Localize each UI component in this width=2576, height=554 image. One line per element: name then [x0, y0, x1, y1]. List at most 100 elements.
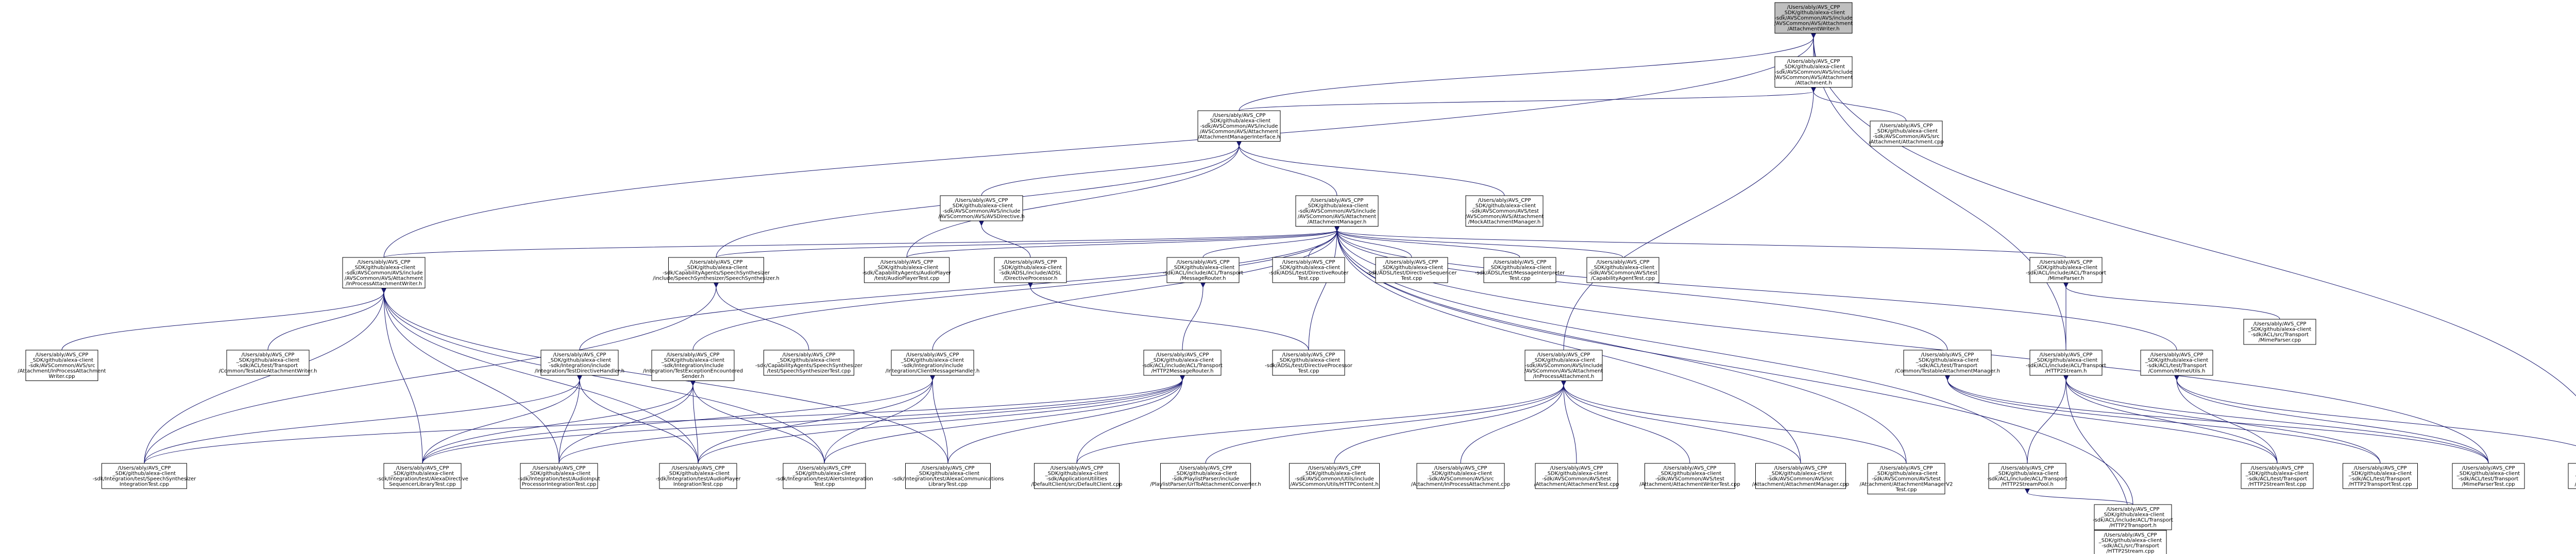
- node-label-line: _SDK/github/alexa-client: [236, 358, 299, 363]
- graph-node-testclientmsg[interactable]: /Users/ably/AVS_CPP_SDK/github/alexa-cli…: [886, 350, 980, 376]
- graph-node-att[interactable]: /Users/ably/AVS_CPP_SDK/github/alexa-cli…: [1774, 56, 1853, 88]
- graph-node-httpmsgrouter[interactable]: /Users/ably/AVS_CPP_SDK/github/alexa-cli…: [1142, 350, 1223, 376]
- graph-node-attmgrv2test[interactable]: /Users/ably/AVS_CPP_SDK/github/alexa-cli…: [1859, 463, 1953, 494]
- node-label-line: /Users/ably/AVS_CPP: [1156, 352, 1209, 358]
- graph-node-msgrouter[interactable]: /Users/ably/AVS_CPP_SDK/github/alexa-cli…: [1163, 257, 1243, 283]
- node-label-line: /Users/ably/AVS_CPP: [242, 352, 295, 358]
- graph-node-alexadirseq[interactable]: /Users/ably/AVS_CPP_SDK/github/alexa-cli…: [377, 463, 468, 489]
- graph-node-ami[interactable]: /Users/ably/AVS_CPP_SDK/github/alexa-cli…: [1197, 110, 1281, 142]
- node-label-line: _SDK/github/alexa-client: [1174, 471, 1237, 477]
- graph-node-mockam[interactable]: /Users/ably/AVS_CPP_SDK/github/alexa-cli…: [1465, 195, 1544, 227]
- edge-atttest-to-ipah: [1564, 385, 1577, 464]
- graph-node-ipaw[interactable]: /Users/ably/AVS_CPP_SDK/github/alexa-cli…: [342, 257, 426, 288]
- graph-node-msginterptest[interactable]: /Users/ably/AVS_CPP_SDK/github/alexa-cli…: [1475, 257, 1565, 283]
- graph-node-http2transporttest[interactable]: /Users/ably/AVS_CPP_SDK/github/alexa-cli…: [2343, 463, 2418, 489]
- graph-node-httpstreampool[interactable]: /Users/ably/AVS_CPP_SDK/github/alexa-cli…: [1987, 463, 2067, 489]
- node-label-line: /AVSCommon/AVS/Attachment: [345, 276, 423, 282]
- graph-node-httpcontent[interactable]: /Users/ably/AVS_CPP_SDK/github/alexa-cli…: [1289, 463, 1380, 489]
- graph-node-speechsynth[interactable]: /Users/ably/AVS_CPP_SDK/github/alexa-cli…: [653, 257, 779, 283]
- node-box: [668, 257, 764, 283]
- node-label-line: -sdk/AVSCommon/AVS/include: [942, 209, 1020, 214]
- edge-attmgrv2test-to-am: [1337, 231, 1907, 464]
- graph-node-http2transporth[interactable]: /Users/ably/AVS_CPP_SDK/github/alexa-cli…: [2093, 504, 2173, 530]
- node-label-line: -sdk/PlaylistParser/include: [1172, 476, 1240, 482]
- node-label-line: /Users/ably/AVS_CPP: [2001, 465, 2054, 471]
- graph-node-http2streamtest[interactable]: /Users/ably/AVS_CPP_SDK/github/alexa-cli…: [2241, 463, 2314, 489]
- node-label-line: _SDK/github/alexa-client: [684, 265, 748, 271]
- edge-audioplayerit-to-testexcsender: [693, 385, 699, 464]
- graph-node-aipit[interactable]: /Users/ably/AVS_CPP_SDK/github/alexa-cli…: [93, 463, 197, 489]
- node-label-line: _SDK/github/alexa-client: [1658, 471, 1721, 477]
- graph-node-defaultclient[interactable]: /Users/ably/AVS_CPP_SDK/github/alexa-cli…: [1031, 463, 1123, 489]
- node-label-line: /Integration/TestExceptionEncountered: [643, 369, 743, 374]
- graph-node-ipacpp[interactable]: /Users/ably/AVS_CPP_SDK/github/alexa-cli…: [1411, 463, 1511, 489]
- graph-node-attmgrcpp[interactable]: /Users/ably/AVS_CPP_SDK/github/alexa-cli…: [1752, 463, 1849, 489]
- graph-node-mimeparserh[interactable]: /Users/ably/AVS_CPP_SDK/github/alexa-cli…: [2026, 257, 2106, 283]
- graph-node-alexacomm[interactable]: /Users/ably/AVS_CPP_SDK/github/alexa-cli…: [892, 463, 1004, 489]
- dependency-edges: [61, 38, 2576, 534]
- node-label-line: /HTTP2TransportTest.cpp: [2348, 482, 2412, 488]
- graph-node-testdirhandler[interactable]: /Users/ably/AVS_CPP_SDK/github/alexa-cli…: [535, 350, 624, 376]
- node-label-line: /Users/ably/AVS_CPP: [1880, 123, 1933, 129]
- graph-node-avsdir[interactable]: /Users/ably/AVS_CPP_SDK/github/alexa-cli…: [938, 195, 1025, 221]
- graph-node-urlconverter[interactable]: /Users/ably/AVS_CPP_SDK/github/alexa-cli…: [1150, 463, 1261, 489]
- graph-node-audioinputproc[interactable]: /Users/ably/AVS_CPP_SDK/github/alexa-cli…: [518, 463, 600, 489]
- edge-dirseqtest-to-am: [1337, 231, 1412, 258]
- node-label-line: -sdk/AVSCommon/AVS/include: [345, 270, 422, 276]
- edge-alexadirseq-to-testclientmsg: [422, 379, 933, 464]
- node-label-line: _SDK/github/alexa-client: [950, 203, 1013, 209]
- node-label-line: /Users/ably/AVS_CPP: [2251, 465, 2304, 471]
- graph-node-mimeutils[interactable]: /Users/ably/AVS_CPP_SDK/github/alexa-cli…: [2140, 350, 2213, 376]
- node-box: [226, 350, 310, 376]
- graph-node-atttest[interactable]: /Users/ably/AVS_CPP_SDK/github/alexa-cli…: [1534, 463, 1619, 489]
- node-label-line: -sdk/Integration/test/AudioPlayer: [656, 476, 741, 482]
- graph-node-capagenttest[interactable]: /Users/ably/AVS_CPP_SDK/github/alexa-cli…: [1586, 257, 1659, 283]
- node-label-line: /HTTP2StreamPool.h: [2001, 482, 2054, 488]
- node-label-line: _SDK/github/alexa-client: [1429, 471, 1492, 477]
- graph-node-dirproctest[interactable]: /Users/ably/AVS_CPP_SDK/github/alexa-cli…: [1265, 350, 1353, 376]
- node-label-line: _SDK/github/alexa-client: [1591, 265, 1654, 271]
- node-label-line: Test.cpp: [813, 482, 835, 488]
- node-label-line: -sdk/ACL/test/Transport: [2350, 476, 2410, 482]
- graph-node-dirproc[interactable]: /Users/ably/AVS_CPP_SDK/github/alexa-cli…: [994, 257, 1067, 283]
- node-label-line: /Users/ably/AVS_CPP: [36, 352, 89, 358]
- graph-node-dirseqtest[interactable]: /Users/ably/AVS_CPP_SDK/github/alexa-cli…: [1367, 257, 1458, 283]
- node-label-line: /HTTP2Stream.cpp: [2107, 549, 2155, 554]
- node-label-line: Test.cpp: [1509, 276, 1530, 282]
- graph-node-testexcsender[interactable]: /Users/ably/AVS_CPP_SDK/github/alexa-cli…: [643, 350, 743, 381]
- node-label-line: -sdk/Integration/include: [549, 363, 610, 369]
- edge-audioplayertest-to-am: [906, 231, 1337, 258]
- node-label-line: /Users/ably/AVS_CPP: [1179, 465, 1232, 471]
- node-label-line: -sdk/AVSCommon/AVS/src: [1427, 476, 1494, 482]
- node-label-line: /MimeParser.h: [2048, 276, 2084, 282]
- node-label-line: /Users/ably/AVS_CPP: [2354, 465, 2407, 471]
- graph-node-audioplayertest[interactable]: /Users/ably/AVS_CPP_SDK/github/alexa-cli…: [862, 257, 952, 283]
- graph-node-dirroutertest[interactable]: /Users/ably/AVS_CPP_SDK/github/alexa-cli…: [1269, 257, 1349, 283]
- graph-node-testableattmgr[interactable]: /Users/ably/AVS_CPP_SDK/github/alexa-cli…: [1895, 350, 2000, 376]
- graph-node-mimeparsercpp[interactable]: /Users/ably/AVS_CPP_SDK/github/alexa-cli…: [2243, 319, 2316, 345]
- edge-ipaw-to-root: [383, 38, 1814, 258]
- graph-node-http2streamcpp[interactable]: /Users/ably/AVS_CPP_SDK/github/alexa-cli…: [2094, 530, 2167, 554]
- graph-node-ipah[interactable]: /Users/ably/AVS_CPP_SDK/github/alexa-cli…: [1524, 350, 1603, 381]
- node-label-line: /AVSCommon/AVS/Attachment: [1774, 75, 1853, 81]
- graph-node-attcpp[interactable]: /Users/ably/AVS_CPP_SDK/github/alexa-cli…: [1869, 120, 1944, 147]
- graph-node-mimeparsertest[interactable]: /Users/ably/AVS_CPP_SDK/github/alexa-cli…: [2452, 463, 2525, 489]
- node-label-line: -sdk/Integration/test/AlexaCommunication…: [892, 476, 1004, 482]
- graph-node-ssyntest[interactable]: /Users/ably/AVS_CPP_SDK/github/alexa-cli…: [755, 350, 863, 376]
- graph-node-alertsit[interactable]: /Users/ably/AVS_CPP_SDK/github/alexa-cli…: [775, 463, 873, 489]
- node-label-line: /Attachment/Attachment.cpp: [1869, 140, 1943, 145]
- graph-node-mimeparserfuzz[interactable]: /Users/ably/AVS_CPP_SDK/github/alexa-cli…: [2568, 463, 2576, 489]
- node-label-line: _SDK/github/alexa-client: [30, 358, 93, 363]
- graph-node-root[interactable]: /Users/ably/AVS_CPP_SDK/github/alexa-cli…: [1774, 2, 1853, 33]
- graph-node-attwritertest[interactable]: /Users/ably/AVS_CPP_SDK/github/alexa-cli…: [1639, 463, 1740, 489]
- node-label-line: /Users/ably/AVS_CPP: [553, 352, 606, 358]
- node-label-line: _SDK/github/alexa-client: [901, 358, 964, 363]
- graph-node-testablewriter[interactable]: /Users/ably/AVS_CPP_SDK/github/alexa-cli…: [219, 350, 317, 376]
- node-label-line: -sdk/ADSL/test/MessageInterpreter: [1475, 270, 1565, 276]
- graph-node-http2stream[interactable]: /Users/ably/AVS_CPP_SDK/github/alexa-cli…: [2026, 350, 2106, 376]
- graph-node-ipawcpp[interactable]: /Users/ably/AVS_CPP_SDK/github/alexa-cli…: [18, 350, 106, 381]
- graph-node-audioplayerit[interactable]: /Users/ably/AVS_CPP_SDK/github/alexa-cli…: [656, 463, 741, 489]
- node-label-line: -sdk/CapabilityAgents/AudioPlayer: [862, 270, 952, 276]
- graph-node-am[interactable]: /Users/ably/AVS_CPP_SDK/github/alexa-cli…: [1295, 195, 1379, 227]
- edge-alertsit-to-testexcsender: [693, 385, 825, 464]
